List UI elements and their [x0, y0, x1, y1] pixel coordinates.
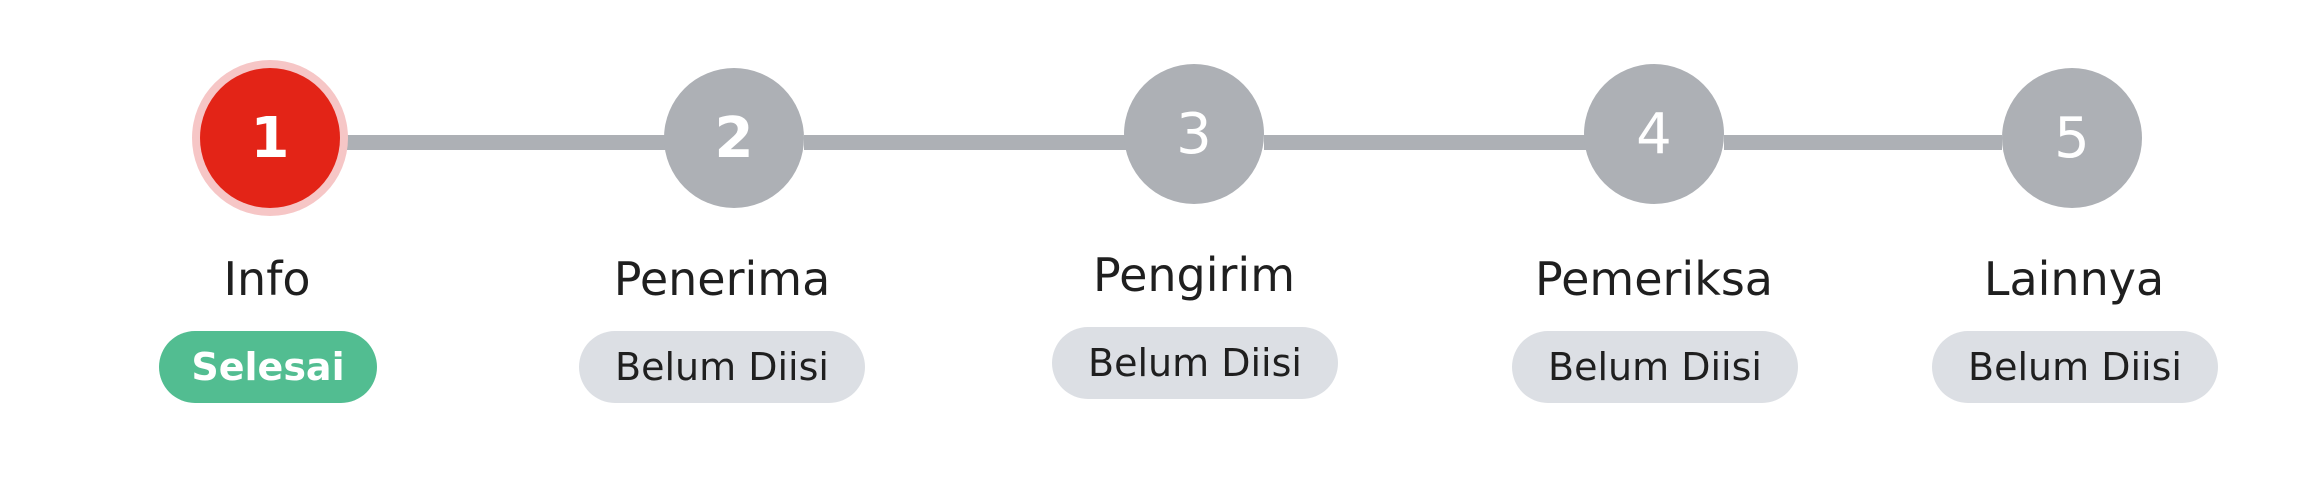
step-connector-2-3 [804, 135, 1134, 150]
step-4-status-badge: Belum Diisi [1512, 331, 1798, 403]
step-4-number: 4 [1636, 101, 1672, 167]
step-2-label: Penerima [613, 252, 831, 306]
step-4-circle[interactable]: 4 [1584, 64, 1724, 204]
step-3-number: 3 [1176, 101, 1212, 167]
step-5-status-badge: Belum Diisi [1932, 331, 2218, 403]
step-connector-4-5 [1724, 135, 2002, 150]
step-1-label: Info [223, 252, 311, 306]
step-2-number: 2 [714, 105, 754, 171]
step-2-status-badge: Belum Diisi [579, 331, 865, 403]
step-5-label: Lainnya [1983, 252, 2165, 306]
step-1-number: 1 [250, 105, 290, 171]
step-3-status-badge: Belum Diisi [1052, 327, 1338, 399]
step-3-label: Pengirim [1092, 248, 1296, 302]
step-connector-3-4 [1264, 135, 1594, 150]
step-1-circle[interactable]: 1 [200, 68, 340, 208]
step-connector-1-2 [340, 135, 674, 150]
step-4-label: Pemeriksa [1535, 252, 1773, 306]
step-5-number: 5 [2054, 105, 2090, 171]
step-2-circle[interactable]: 2 [664, 68, 804, 208]
step-1-status-badge: Selesai [159, 331, 377, 403]
step-5-circle[interactable]: 5 [2002, 68, 2142, 208]
step-3-circle[interactable]: 3 [1124, 64, 1264, 204]
